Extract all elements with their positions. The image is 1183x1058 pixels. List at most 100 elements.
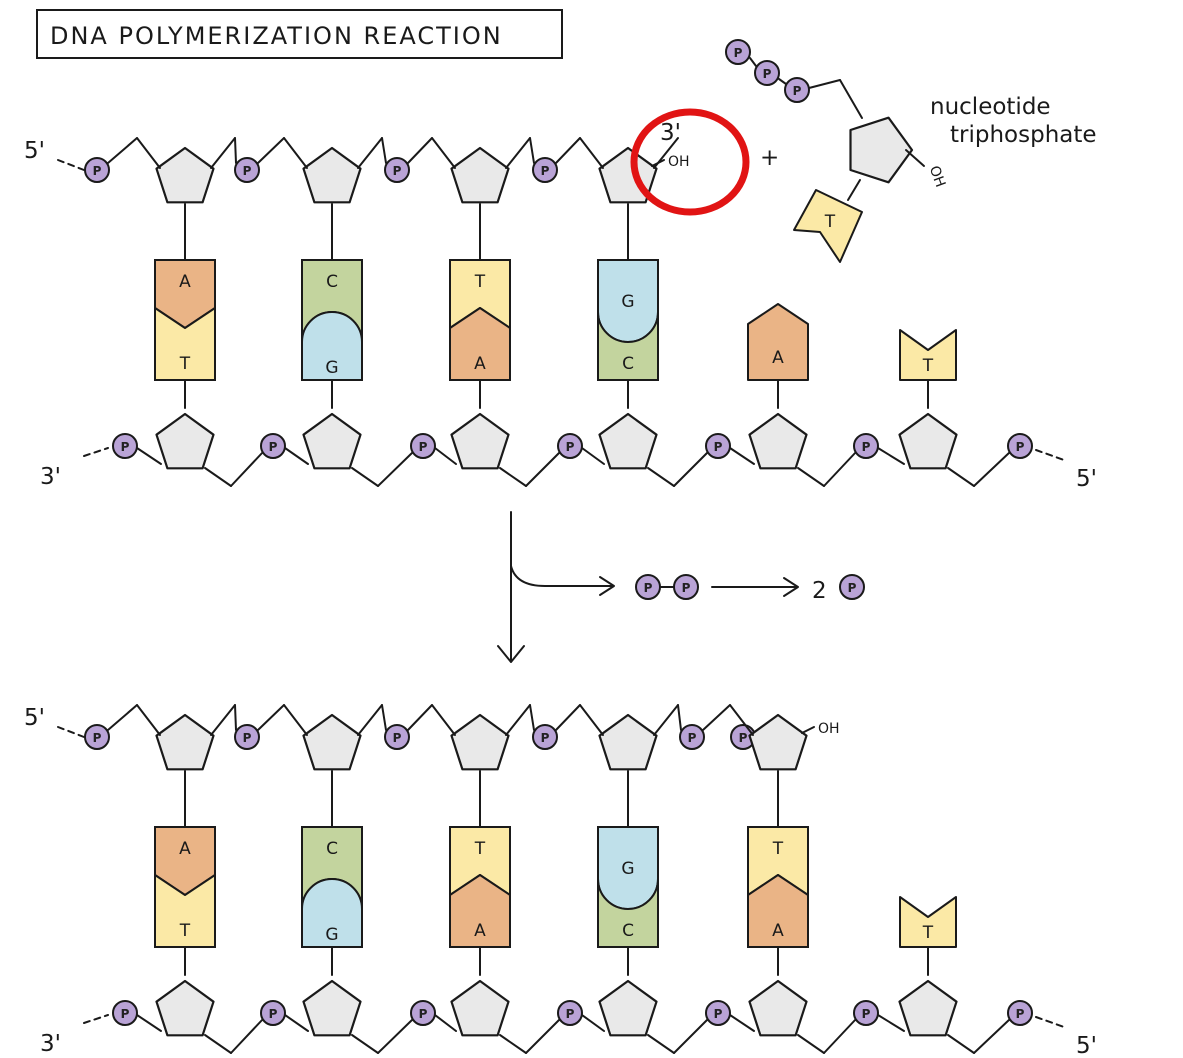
base-label: C xyxy=(326,272,338,292)
phosphate-link xyxy=(750,58,756,66)
phosphate-circle-icon: P xyxy=(558,1001,582,1025)
backbone-link xyxy=(506,138,530,168)
sugar-pentagon-icon xyxy=(304,715,361,769)
phosphate-label: P xyxy=(644,581,653,595)
backbone-link xyxy=(137,1015,161,1031)
backbone-link xyxy=(530,705,534,730)
backbone-link xyxy=(435,1015,456,1031)
backbone-link xyxy=(358,705,382,735)
phosphate-label: P xyxy=(1016,1007,1025,1021)
backbone-link xyxy=(678,705,681,730)
phosphate-circle-icon: P xyxy=(1008,434,1032,458)
phosphate-label: P xyxy=(739,731,748,745)
backbone-link xyxy=(284,138,307,168)
backbone-link xyxy=(878,448,904,464)
phosphate-label: P xyxy=(682,581,691,595)
backbone-link xyxy=(703,705,730,730)
backbone-link xyxy=(582,448,604,464)
three-prime-label: 3' xyxy=(40,464,61,490)
phosphate-circle-icon: P xyxy=(113,1001,137,1025)
sugar-pentagon-icon xyxy=(851,118,913,183)
phosphate-circle-icon: P xyxy=(680,725,704,749)
backbone-link xyxy=(582,1015,604,1031)
backbone-link xyxy=(809,80,840,88)
five-prime-label: 5' xyxy=(24,138,45,164)
base-label: T xyxy=(922,923,934,943)
phosphate-circle-icon: P xyxy=(385,158,409,182)
phosphate-label: P xyxy=(93,164,102,178)
backbone-link xyxy=(231,1019,263,1053)
base-label: A xyxy=(179,272,191,292)
backbone-link xyxy=(382,705,386,730)
phosphate-label: P xyxy=(393,164,402,178)
sugar-pentagon-icon xyxy=(157,414,214,468)
base-label: C xyxy=(622,354,634,374)
backbone-link xyxy=(284,705,307,735)
phosphate-circle-icon: P xyxy=(113,434,137,458)
backbone-link xyxy=(730,1015,754,1031)
backbone-link xyxy=(358,138,382,168)
phosphate-circle-icon: P xyxy=(840,575,864,599)
phosphate-label: P xyxy=(93,731,102,745)
hydroxyl-bond xyxy=(906,150,924,166)
backbone-link xyxy=(556,138,580,163)
backbone-dash xyxy=(1036,1017,1064,1027)
unpaired-base: A xyxy=(748,304,808,380)
hydroxyl-bond xyxy=(652,160,664,166)
sugar-pentagon-icon xyxy=(157,715,214,769)
backbone-dash xyxy=(84,448,108,456)
phosphate-label: P xyxy=(793,84,802,98)
base-label: T xyxy=(922,356,934,376)
base-A-shape xyxy=(748,304,808,380)
sugar-pentagon-icon xyxy=(304,148,361,202)
phosphate-label: P xyxy=(393,731,402,745)
backbone-link xyxy=(231,452,263,486)
base-label: C xyxy=(326,839,338,859)
backbone-link xyxy=(654,705,678,735)
plus-sign: + xyxy=(760,145,779,171)
base-label: T xyxy=(474,839,486,859)
sugar-pentagon-icon xyxy=(900,414,957,468)
phosphate-circle-icon: P xyxy=(235,158,259,182)
phosphate-circle-icon: P xyxy=(85,725,109,749)
backbone-link xyxy=(500,1035,526,1053)
base-label: T xyxy=(179,921,191,941)
unpaired-base: T xyxy=(900,330,956,380)
hydroxyl-label: OH xyxy=(668,154,690,170)
phosphate-circle-icon: P xyxy=(1008,1001,1032,1025)
sugar-pentagon-icon xyxy=(157,981,214,1035)
unpaired-base: T xyxy=(900,897,956,947)
backbone-link xyxy=(205,468,231,486)
sugar-base-bond xyxy=(848,180,860,200)
phosphate-label: P xyxy=(862,440,871,454)
diagram-layer: PPPP5'OHATCGTAGCATPPPPPPP3'5'PPPPPP5'OHA… xyxy=(24,40,1097,1058)
backbone-link xyxy=(648,468,674,486)
backbone-link xyxy=(408,705,432,730)
backbone-link xyxy=(530,138,534,163)
backbone-link xyxy=(824,452,856,486)
backbone-link xyxy=(211,138,235,168)
sugar-pentagon-icon xyxy=(304,414,361,468)
backbone-link xyxy=(974,452,1010,486)
base-label: T xyxy=(474,272,486,292)
base-label: A xyxy=(179,839,191,859)
base-label: A xyxy=(772,348,784,368)
backbone-link xyxy=(948,468,974,486)
phosphate-circle-icon: P xyxy=(261,434,285,458)
backbone-link xyxy=(878,1015,904,1031)
ntp-label-line2: triphosphate xyxy=(950,122,1097,148)
phosphate-circle-icon: P xyxy=(385,725,409,749)
backbone-link xyxy=(730,448,754,464)
base-pair: CG xyxy=(302,260,362,380)
phosphate-circle-icon: P xyxy=(411,1001,435,1025)
backbone-link xyxy=(526,452,560,486)
backbone-link xyxy=(824,1019,856,1053)
highlight-group: 3' xyxy=(634,112,746,212)
sugar-pentagon-icon xyxy=(157,148,214,202)
sugar-pentagon-icon xyxy=(452,981,509,1035)
base-label: G xyxy=(325,925,338,945)
backbone-link xyxy=(382,138,386,163)
backbone-link xyxy=(506,705,530,735)
phosphate-circle-icon: P xyxy=(411,434,435,458)
product-panel: PPPPPP5'OHATCGTAGCTATPPPPPPP3'5' xyxy=(24,705,1097,1058)
